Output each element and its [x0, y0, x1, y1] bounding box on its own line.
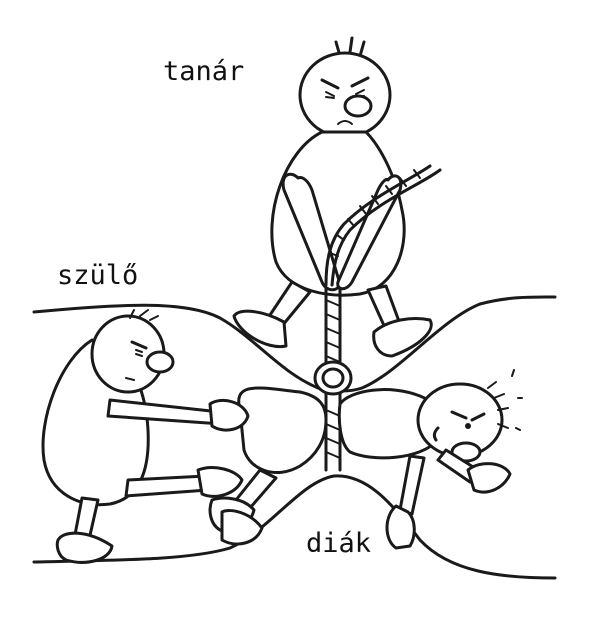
student-figure: [208, 369, 523, 550]
lower-hill-line: [32, 474, 557, 580]
parent-figure: [41, 309, 250, 564]
teacher-figure: [232, 36, 433, 358]
label-teacher: tanár: [163, 56, 245, 87]
label-student: diák: [306, 528, 372, 559]
label-parent: szülő: [57, 260, 139, 291]
